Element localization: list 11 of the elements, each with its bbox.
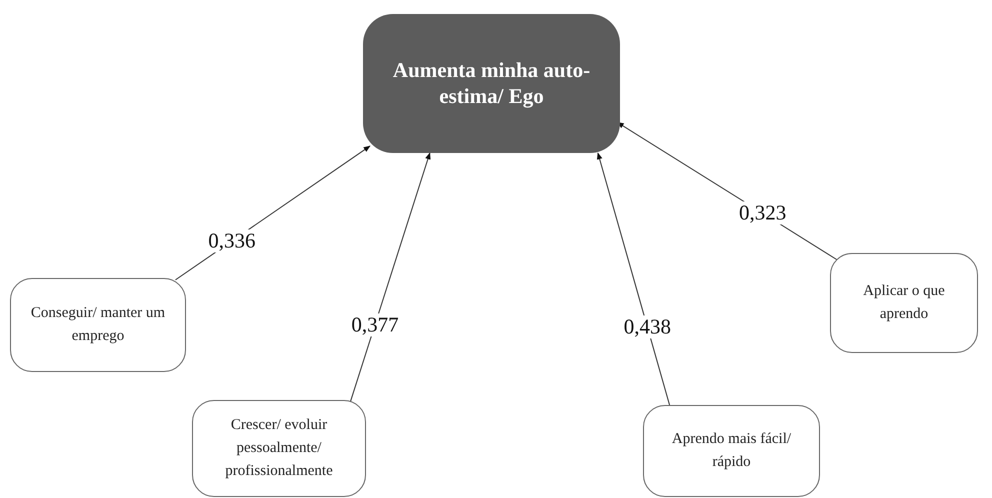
arrow xyxy=(596,152,670,406)
factor-box: Conseguir/ manter um emprego xyxy=(10,278,186,372)
factor-box: Aprendo mais fácil/ rápido xyxy=(643,405,820,497)
target-box: Aumenta minha auto-estima/ Ego xyxy=(363,14,620,153)
edge-label: 0,323 xyxy=(736,202,788,225)
edge-label: 0,336 xyxy=(206,230,258,253)
edge-label: 0,438 xyxy=(622,315,673,338)
edge-label: 0,377 xyxy=(349,313,401,336)
factor-box: Aplicar o que aprendo xyxy=(830,253,978,353)
factor-box: Crescer/ evoluir pessoalmente/ profissionalmente xyxy=(192,400,366,497)
arrow xyxy=(350,152,431,402)
